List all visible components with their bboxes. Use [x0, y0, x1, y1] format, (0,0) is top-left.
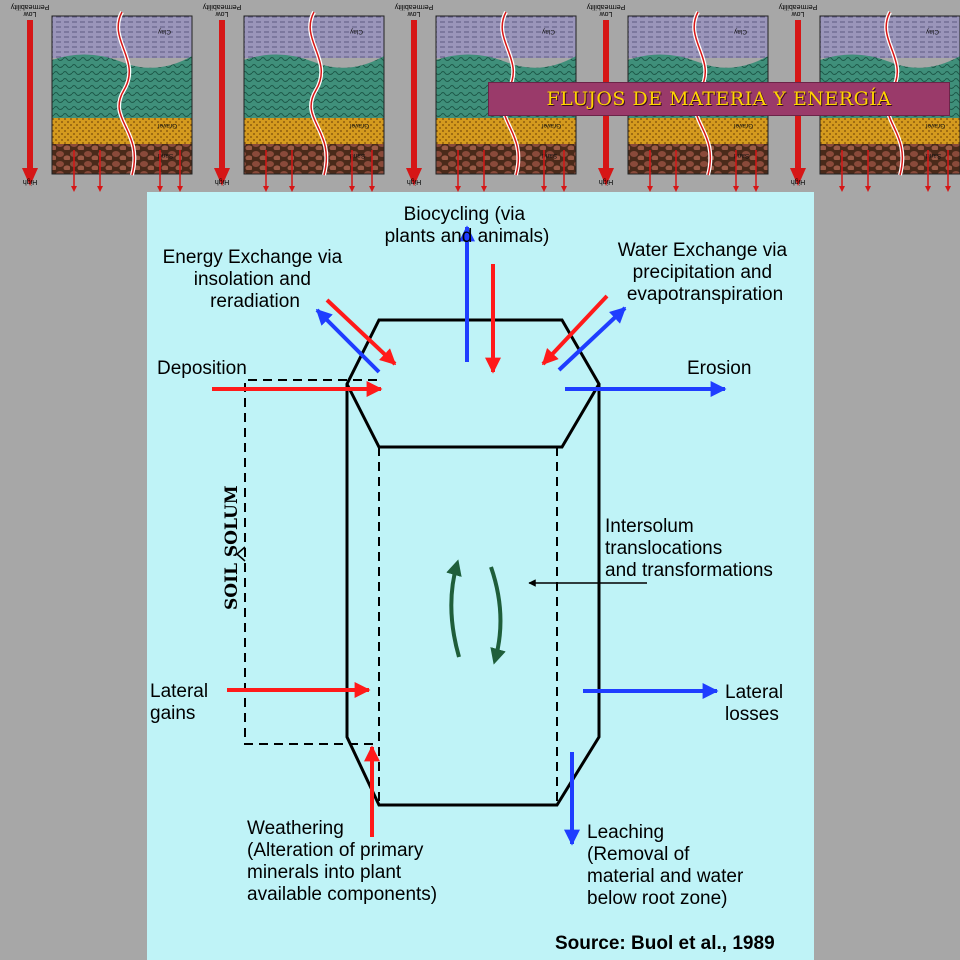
title-banner: FLUJOS DE MATERIA Y ENERGÍA [488, 82, 950, 116]
lateral-losses-label: losses [725, 704, 779, 725]
page-title: FLUJOS DE MATERIA Y ENERGÍA [546, 88, 892, 110]
energy-label: reradiation [210, 291, 300, 312]
weathering-label: available components) [247, 884, 437, 905]
intersolum-label: translocations [605, 538, 722, 559]
weathering-label: minerals into plant [247, 862, 402, 883]
intersolum-label: and transformations [605, 560, 773, 581]
deposition-label: Deposition [157, 358, 247, 379]
low-label: Low [599, 10, 613, 17]
lateral-losses-label: Lateral [725, 682, 783, 703]
leaching-label: material and water [587, 866, 744, 887]
soil-solum-label: SOIL SOLUM [222, 485, 242, 610]
energy-arrow-in [325, 298, 397, 366]
permeability-label: Permeability [778, 3, 817, 10]
svg-text:Water Exchange via preci: Water Exchange via precipitation and eva… [618, 240, 793, 305]
soil-flux-diagram: Biocycling (via plants and animals) Ener… [147, 192, 814, 960]
intersolum-label: Intersolum [605, 516, 694, 537]
source-label: Source: Buol et al., 1989 [555, 933, 775, 954]
layer-label: Sand [350, 152, 366, 159]
svg-text:Leaching (Removal of: Leaching (Removal of material and water … [587, 822, 749, 909]
high-label: High [407, 178, 422, 185]
svg-text:Biocycling (via plants a: Biocycling (via plants and animals) [385, 204, 550, 247]
layer-label: Sand [926, 152, 942, 159]
layer-label: Gravel [925, 122, 945, 129]
cycle-arrow-down [489, 566, 506, 665]
permeability-label: Permeability [10, 3, 49, 10]
layer-label: Gravel [349, 122, 369, 129]
permeability-label: Permeability [202, 3, 241, 10]
leaching-label: Leaching [587, 822, 664, 843]
layer-label: Clay [733, 28, 747, 35]
svg-text:Weathering (Alteration o: Weathering (Alteration of primary minera… [247, 818, 437, 905]
biocycling-label: Biocycling (via [404, 204, 526, 225]
leaching-label: (Removal of [587, 844, 690, 865]
high-label: High [215, 178, 230, 185]
high-label: High [599, 178, 614, 185]
water-label: evapotranspiration [627, 284, 783, 305]
high-label: High [791, 178, 806, 185]
solum-bracket-tick [235, 546, 246, 562]
svg-text:Lateral gains: Lateral gains [150, 681, 213, 724]
solum-bracket [244, 379, 377, 745]
layer-label: Clay [157, 28, 171, 35]
weathering-label: (Alteration of primary [247, 840, 424, 861]
water-arrow-out [557, 306, 627, 372]
energy-label: insolation and [194, 269, 311, 290]
low-label: Low [791, 10, 805, 17]
permeability-label: Permeability [586, 3, 625, 10]
energy-label: Energy Exchange via [163, 247, 343, 268]
weathering-label: Weathering [247, 818, 344, 839]
erosion-label: Erosion [687, 358, 751, 379]
layer-label: Clay [541, 28, 555, 35]
biocycling-label: plants and animals) [385, 226, 550, 247]
lateral-gains-label: gains [150, 703, 195, 724]
svg-text:Energy Exchange via inso: Energy Exchange via insolation and rerad… [163, 247, 348, 312]
layer-label: Clay [925, 28, 939, 35]
svg-text:Intersolum translocation: Intersolum translocations and transforma… [605, 516, 773, 581]
cycle-arrow-up [446, 559, 462, 658]
layer-label: Sand [158, 152, 174, 159]
svg-text:Lateral losses: Lateral losses [725, 682, 788, 725]
layer-label: Sand [734, 152, 750, 159]
water-label: precipitation and [633, 262, 772, 283]
water-label: Water Exchange via [618, 240, 788, 261]
energy-arrow-out [315, 308, 381, 374]
layer-label: Gravel [157, 122, 177, 129]
permeability-label: Permeability [394, 3, 433, 10]
lateral-gains-label: Lateral [150, 681, 208, 702]
leaching-label: below root zone) [587, 888, 727, 909]
layer-label: Gravel [733, 122, 753, 129]
layer-label: Clay [349, 28, 363, 35]
low-label: Low [23, 10, 37, 17]
low-label: Low [215, 10, 229, 17]
solum-prism [345, 318, 601, 807]
layer-label: Sand [542, 152, 558, 159]
layer-label: Gravel [541, 122, 561, 129]
high-label: High [23, 178, 38, 185]
water-arrow-in [541, 294, 609, 366]
low-label: Low [407, 10, 421, 17]
